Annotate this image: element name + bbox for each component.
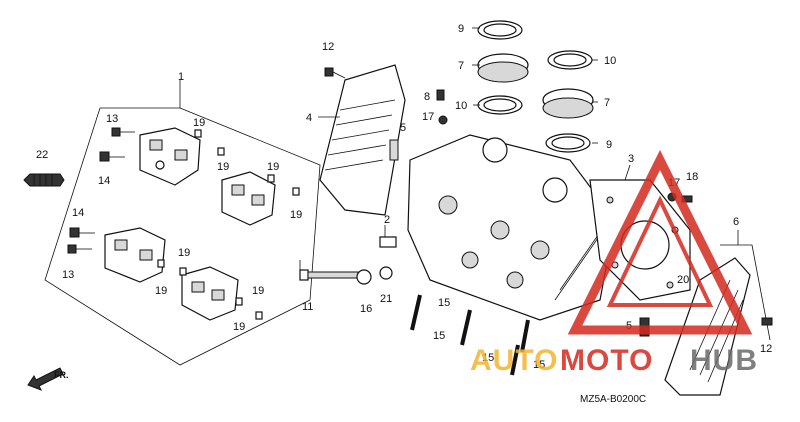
callout-20: 20 [677, 274, 689, 286]
callout-11: 11 [302, 301, 313, 313]
bolt-14-lower [69, 227, 95, 238]
callout-labels: 1 2 3 4 5 5 6 7 7 8 9 9 10 10 11 12 12 1… [36, 23, 772, 371]
callout-8: 8 [424, 91, 430, 103]
nut-16 [356, 269, 372, 285]
insulator-7-top [477, 53, 529, 83]
callout-7-right: 7 [604, 97, 610, 109]
callout-18: 18 [686, 171, 698, 183]
clamp-9-right [545, 133, 591, 153]
rocker-group-outline [44, 80, 321, 366]
callout-16: 16 [360, 303, 372, 315]
front-direction-arrow: FR. [27, 367, 69, 391]
rocker-holder-lower-left [104, 227, 166, 283]
washer-21 [379, 266, 393, 280]
callout-15-b: 15 [433, 330, 445, 342]
callout-19-f: 19 [155, 285, 167, 297]
callout-1: 1 [178, 71, 184, 83]
leader-lines [299, 27, 631, 270]
bolt-11 [299, 269, 359, 281]
watermark-hub: HUB [690, 344, 758, 377]
callout-21: 21 [380, 293, 392, 305]
callout-19-c: 19 [267, 161, 279, 173]
bolt-13-lower [67, 244, 92, 254]
callout-6: 6 [733, 216, 739, 228]
rocker-holder-upper-left [139, 127, 201, 186]
callout-13-upper: 13 [106, 113, 118, 125]
callout-9-right: 9 [606, 139, 612, 151]
stud-15-c [510, 344, 520, 376]
callout-14-lower: 14 [72, 207, 84, 219]
stud-15-b [460, 309, 472, 346]
callout-4: 4 [306, 112, 312, 124]
dowel-2 [379, 236, 397, 248]
callout-19-a: 19 [193, 117, 205, 129]
dowel-pins-19 [157, 129, 300, 320]
bolt-8 [436, 89, 445, 101]
callout-15-d: 15 [533, 359, 545, 371]
washer-17-left [438, 115, 448, 125]
diagram-code: MZ5A-B0200C [580, 394, 646, 405]
cylinder-head [407, 134, 616, 321]
clamp-10-top [547, 50, 593, 70]
callout-15-c: 15 [482, 352, 494, 364]
callout-12-top: 12 [322, 41, 334, 53]
callout-2: 2 [384, 214, 390, 226]
callout-19-d: 19 [290, 209, 302, 221]
callout-19-e: 19 [178, 247, 190, 259]
clamp-10-mid [477, 95, 523, 115]
callout-10-right: 10 [604, 55, 616, 67]
spark-plug-22 [23, 173, 65, 187]
callout-13-lower: 13 [62, 269, 74, 281]
callout-10-left: 10 [455, 100, 467, 112]
callout-12-right: 12 [760, 343, 772, 355]
stud-15-d [520, 319, 530, 353]
callout-19-b: 19 [217, 161, 229, 173]
callout-7-top: 7 [458, 60, 464, 72]
callout-9-top: 9 [458, 23, 464, 35]
bolt-13-upper [111, 127, 135, 137]
stud-15-a [410, 294, 422, 331]
front-label: FR. [54, 370, 69, 380]
callout-3: 3 [628, 153, 634, 165]
rocker-holder-lower-right [181, 266, 239, 321]
callout-17-left: 17 [422, 111, 434, 123]
watermark: AUTO MOTO HUB [470, 149, 758, 377]
cylinder-head-cover-4 [319, 64, 406, 216]
callout-14-upper: 14 [98, 175, 110, 187]
watermark-moto: MOTO [560, 344, 653, 377]
callout-19-g: 19 [252, 285, 264, 297]
callout-19-h: 19 [233, 321, 245, 333]
callout-5-cover: 5 [400, 122, 406, 134]
rocker-holder-upper-right [221, 171, 276, 226]
callout-22: 22 [36, 149, 48, 161]
clamp-9-top [477, 20, 523, 40]
callout-15-a: 15 [438, 297, 450, 309]
bolt-12-top [324, 67, 346, 79]
insulator-7-right [542, 88, 594, 119]
bolt-14-upper [99, 151, 125, 162]
watermark-auto: AUTO [470, 344, 558, 377]
